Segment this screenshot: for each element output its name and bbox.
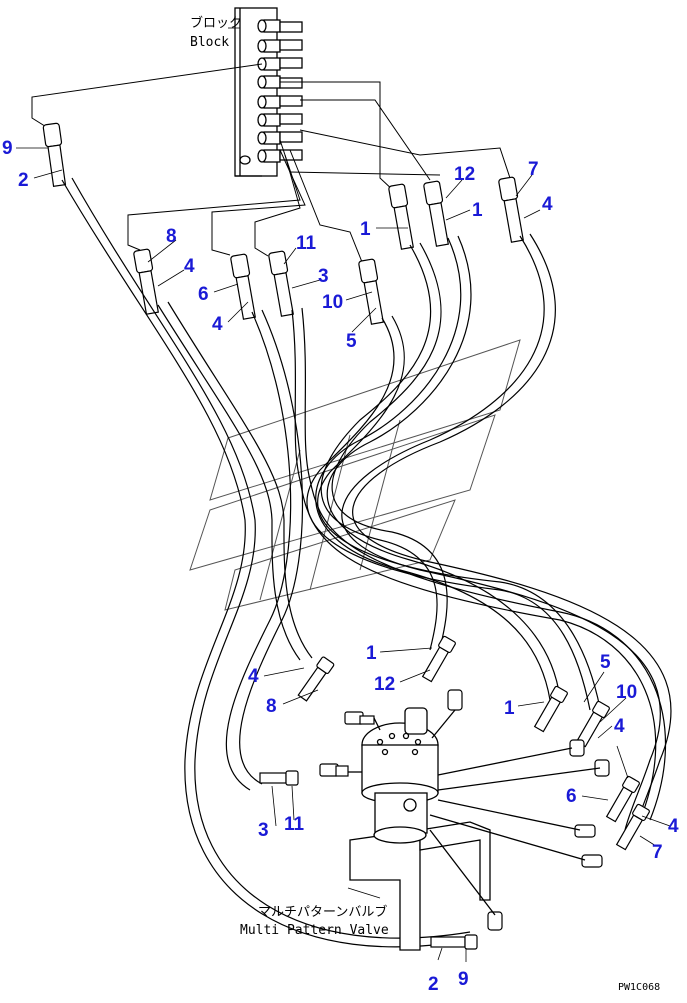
callout-label: 4 [542, 194, 553, 215]
callout-label: 1 [360, 219, 371, 240]
block-label-jp: ブロック [190, 15, 242, 31]
hoses [61, 177, 672, 948]
block-fittings [257, 19, 303, 163]
callout-label: 7 [528, 159, 539, 180]
callout-label: 5 [346, 331, 357, 352]
valve-label-en: Multi Pattern Valve [240, 923, 389, 938]
callout-label: 1 [366, 643, 377, 664]
callout-label: 4 [184, 256, 195, 277]
callout-label: 9 [2, 138, 13, 159]
block-label-en: Block [190, 35, 229, 50]
callout-label: 2 [428, 974, 439, 995]
callout-label: 4 [614, 716, 625, 737]
callout-label: 4 [668, 816, 679, 837]
callout-label: 8 [166, 226, 177, 247]
callout-label: 10 [616, 682, 637, 703]
callout-label: 2 [18, 170, 29, 191]
callout-label: 3 [258, 820, 269, 841]
callout-label: 5 [600, 652, 611, 673]
callout-label: 4 [212, 314, 223, 335]
callout-label: 6 [566, 786, 577, 807]
callout-numbers: 9 2 7 12 1 4 8 11 1 4 3 6 10 4 5 1 12 5 … [2, 138, 679, 995]
callout-label: 9 [458, 969, 469, 990]
callout-label: 3 [318, 266, 329, 287]
callout-label: 10 [322, 292, 343, 313]
callout-label: 12 [374, 674, 395, 695]
upper-hose-ends [42, 122, 524, 325]
lower-hose-ends [259, 635, 650, 950]
valve-label-jp: マルチパターンバルブ [258, 904, 387, 920]
callout-label: 11 [296, 233, 317, 254]
drawing-code: PW1C068 [618, 982, 660, 993]
elbow-fittings [319, 689, 610, 931]
callout-label: 4 [248, 666, 259, 687]
callout-label: 11 [284, 814, 305, 835]
callout-leaders [16, 27, 671, 962]
block-manifold [234, 7, 303, 177]
callout-label: 7 [652, 842, 663, 863]
block-leader-lines [31, 63, 511, 263]
callout-label: 1 [504, 698, 515, 719]
callout-label: 1 [472, 200, 483, 221]
callout-label: 6 [198, 284, 209, 305]
callout-label: 12 [454, 164, 475, 185]
callout-label: 8 [266, 696, 277, 717]
watermark-logo [189, 339, 521, 611]
multi-pattern-valve [348, 707, 601, 951]
